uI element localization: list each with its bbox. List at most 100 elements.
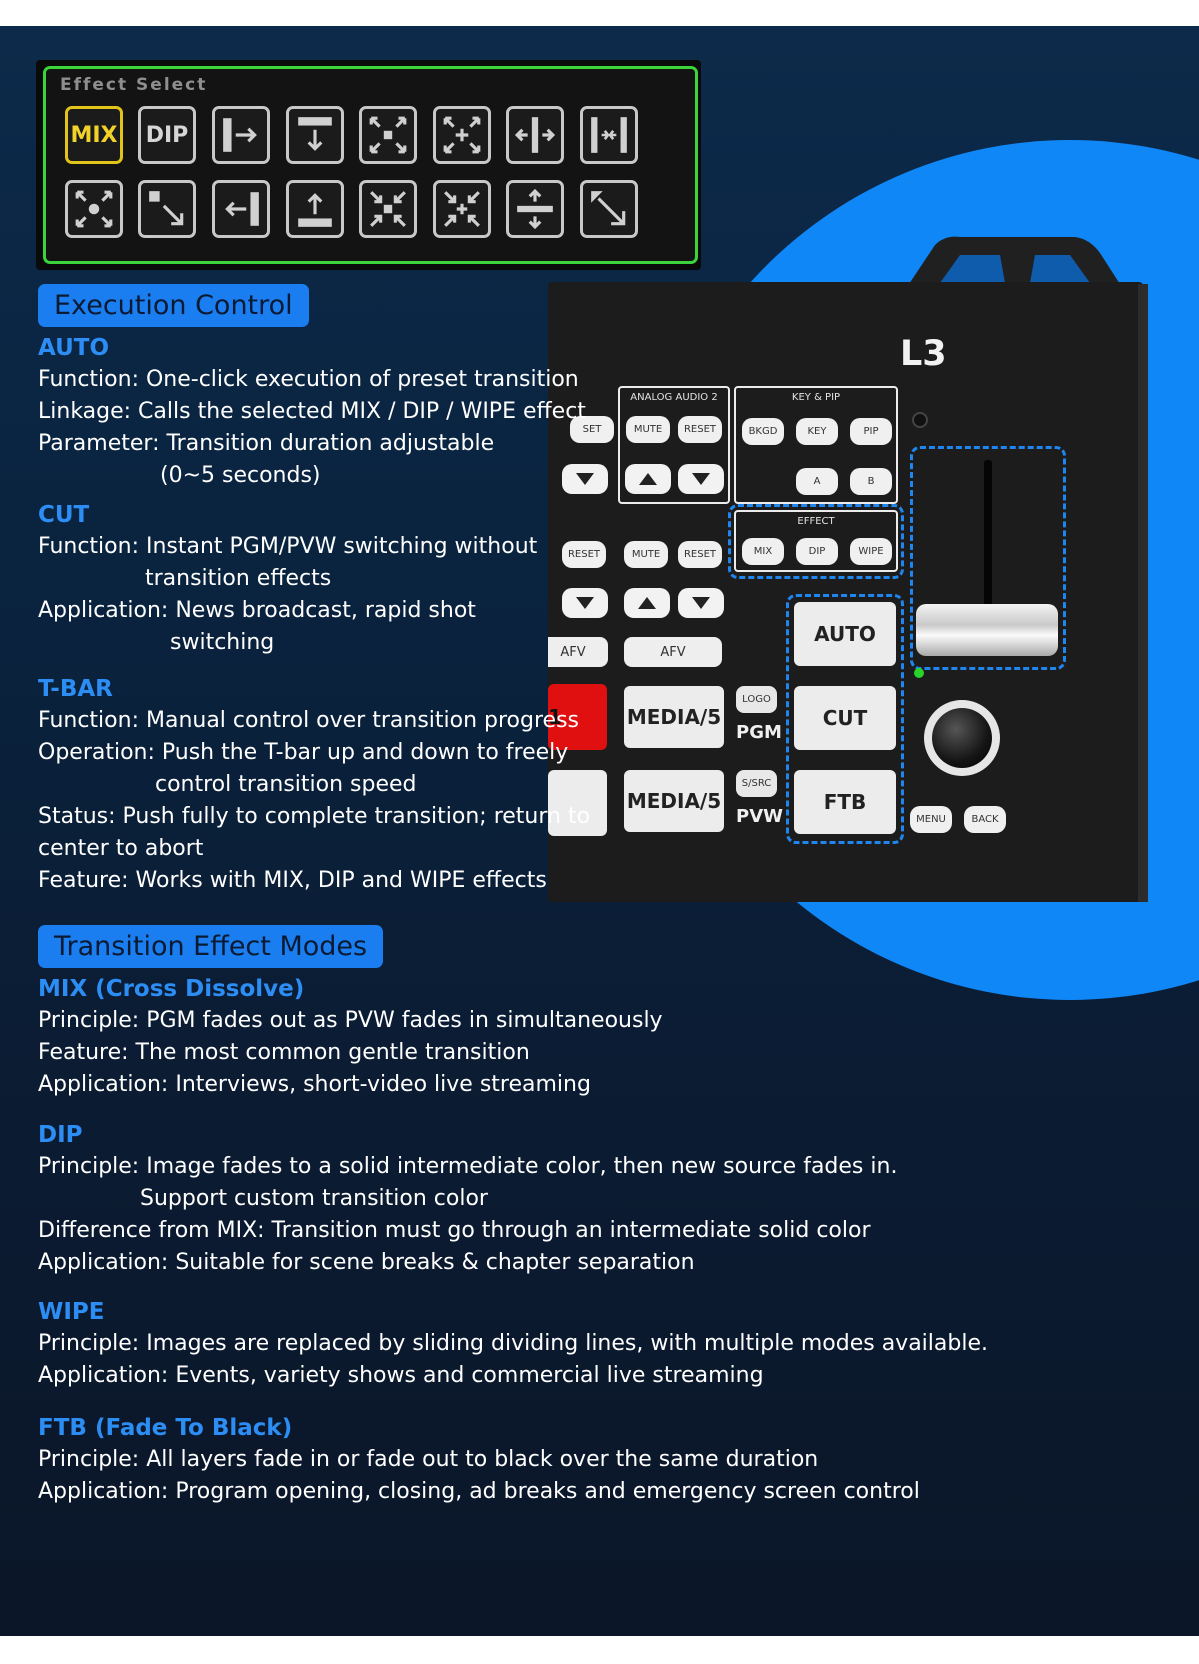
tbar-title: T-BAR: [38, 676, 113, 702]
back-button[interactable]: BACK: [964, 806, 1006, 833]
cross-expand-button[interactable]: [433, 106, 491, 164]
device-dip-button[interactable]: DIP: [796, 538, 838, 565]
cross-expand-icon: [443, 116, 481, 154]
split-vertical-button[interactable]: [506, 180, 564, 238]
mix-title: MIX (Cross Dissolve): [38, 976, 305, 1002]
dip-line-4: Application: Suitable for scene breaks &…: [38, 1250, 695, 1275]
tbar-line-6: Feature: Works with MIX, DIP and WIPE ef…: [38, 868, 547, 893]
split-close-button[interactable]: [580, 106, 638, 164]
afv-left-button[interactable]: AFV: [548, 637, 608, 667]
audio2-up-button[interactable]: [624, 588, 670, 618]
mix-line-1: Principle: PGM fades out as PVW fades in…: [38, 1008, 663, 1033]
audio-up-button[interactable]: [625, 464, 671, 494]
ftb-title: FTB (Fade To Black): [38, 1415, 293, 1441]
tbar-slot: [984, 460, 992, 630]
diagonal-wipe-button[interactable]: [580, 180, 638, 238]
partial-down-button[interactable]: [562, 464, 608, 494]
device-mix-button[interactable]: MIX: [742, 538, 784, 565]
audio2-down-button[interactable]: [678, 588, 724, 618]
red-source-button[interactable]: 1: [548, 684, 607, 750]
box-shrink-button[interactable]: [359, 180, 417, 238]
ssrc-button[interactable]: S/SRC: [736, 770, 777, 797]
transition-highlight: [786, 594, 904, 844]
wipe-right-button[interactable]: [212, 106, 270, 164]
tbar-handle[interactable]: [916, 604, 1058, 656]
split-horizontal-open-icon: [514, 117, 556, 153]
pgm-label: PGM: [736, 722, 782, 743]
corner-wipe-button[interactable]: [138, 180, 196, 238]
a-button[interactable]: A: [796, 468, 838, 495]
tbar-highlight: [910, 446, 1066, 670]
red-source-label: 1: [548, 705, 562, 729]
wipe-up-button[interactable]: [286, 180, 344, 238]
split-open-button[interactable]: [506, 106, 564, 164]
dip-title: DIP: [38, 1122, 83, 1148]
tbar-line-3: control transition speed: [155, 772, 417, 797]
dip-line-1: Principle: Image fades to a solid interm…: [38, 1154, 898, 1179]
effect-select-frame: Effect Select MIX DIP: [43, 66, 698, 264]
wipe-down-button[interactable]: [286, 106, 344, 164]
menu-button[interactable]: MENU: [910, 806, 952, 833]
dip-label: DIP: [145, 122, 189, 148]
effect-group-title: EFFECT: [797, 516, 835, 527]
effect-group: EFFECT MIX DIP WIPE: [734, 510, 898, 572]
execution-control-heading: Execution Control: [38, 284, 309, 327]
down-arrow-icon: [576, 597, 594, 609]
corner-wipe-icon: [149, 191, 184, 226]
cut-title: CUT: [38, 502, 90, 528]
logo-button[interactable]: LOGO: [736, 686, 777, 713]
up-arrow-icon: [639, 473, 657, 485]
down-arrow-icon: [692, 597, 710, 609]
media-pgm-button[interactable]: MEDIA/5: [624, 686, 724, 748]
circle-expand-icon: [75, 190, 113, 228]
tbar-line-2: Operation: Push the T-bar up and down to…: [38, 740, 569, 765]
effect-highlight: [728, 504, 904, 579]
cross-shrink-button[interactable]: [433, 180, 491, 238]
wipe-left-button[interactable]: [212, 180, 270, 238]
left-down-button[interactable]: [562, 588, 608, 618]
audio-down-button[interactable]: [678, 464, 724, 494]
down-arrow-icon: [692, 473, 710, 485]
partial-reset-button[interactable]: SET: [570, 416, 614, 443]
mute-button[interactable]: MUTE: [626, 416, 670, 443]
tbar-line-4: Status: Push fully to complete transitio…: [38, 804, 591, 829]
dip-line-3: Difference from MIX: Transition must go …: [38, 1218, 871, 1243]
effect-select-panel: Effect Select MIX DIP: [36, 60, 701, 270]
mix-label: MIX: [70, 122, 118, 148]
mix-button[interactable]: MIX: [65, 106, 123, 164]
box-shrink-icon: [370, 191, 406, 227]
analog-audio-2-group: ANALOG AUDIO 2 MUTE RESET: [618, 386, 730, 504]
switcher-device: L3 SET RESET AFV 1 ANALOG AUDIO 2 MUTE R…: [548, 282, 1143, 902]
wipe-up-icon: [298, 193, 332, 227]
media-pvw-button[interactable]: MEDIA/5: [624, 770, 724, 832]
joystick[interactable]: [924, 700, 1000, 776]
circle-expand-button[interactable]: [65, 180, 123, 238]
b-button[interactable]: B: [850, 468, 892, 495]
mix-line-3: Application: Interviews, short-video liv…: [38, 1072, 591, 1097]
pip-button[interactable]: PIP: [850, 418, 892, 445]
status-led: [914, 668, 924, 678]
reset-button[interactable]: RESET: [678, 416, 722, 443]
bkgd-button[interactable]: BKGD: [742, 418, 784, 445]
device-wipe-button[interactable]: WIPE: [850, 538, 892, 565]
key-button[interactable]: KEY: [796, 418, 838, 445]
cut-button[interactable]: CUT: [794, 686, 896, 750]
mute-button-2[interactable]: MUTE: [624, 541, 668, 568]
cross-shrink-icon: [444, 191, 480, 227]
left-pvw-source-button[interactable]: [548, 770, 607, 836]
left-reset-button[interactable]: RESET: [562, 541, 606, 568]
auto-button[interactable]: AUTO: [794, 602, 896, 666]
key-pip-title: KEY & PIP: [791, 392, 841, 403]
indicator-led: [912, 412, 928, 428]
up-arrow-icon: [638, 597, 656, 609]
box-expand-button[interactable]: [359, 106, 417, 164]
auto-line-4: (0~5 seconds): [160, 463, 321, 488]
dip-button[interactable]: DIP: [138, 106, 196, 164]
box-expand-icon: [369, 116, 407, 154]
wipe-line-1: Principle: Images are replaced by slidin…: [38, 1331, 988, 1356]
split-horizontal-close-icon: [591, 117, 627, 153]
ftb-button[interactable]: FTB: [794, 770, 896, 834]
reset-button-2[interactable]: RESET: [678, 541, 722, 568]
diagonal-wipe-icon: [591, 191, 626, 226]
afv-button[interactable]: AFV: [624, 637, 722, 667]
